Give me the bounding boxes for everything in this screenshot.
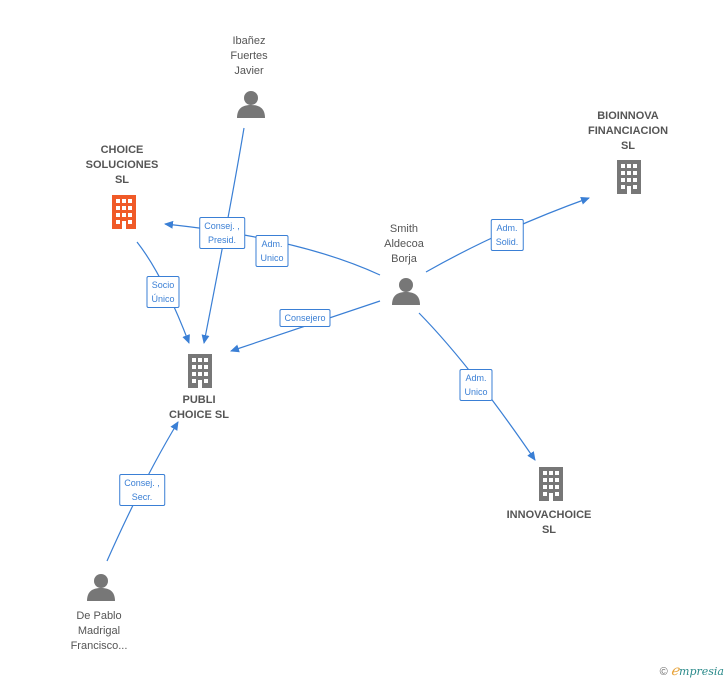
building-icon-innovachoice[interactable] — [539, 467, 563, 501]
footer-credit: © ℯmpresia — [660, 662, 724, 679]
person-icon-de-pablo[interactable] — [87, 574, 115, 601]
empresia-logo-icon: ℯ — [670, 662, 680, 678]
edge-label-ibanez-publi: Consej. , Presid. — [199, 217, 245, 249]
edge-label-smith-publi: Consejero — [279, 309, 331, 327]
node-label-bioinnova[interactable]: BIOINNOVA FINANCIACION SL — [587, 110, 669, 152]
brand-name: mpresia — [679, 665, 724, 678]
building-icon-choice-soluciones[interactable] — [112, 195, 136, 229]
edge-label-smith-bioinnova: Adm. Solid. — [490, 219, 524, 251]
building-icon-publi-choice[interactable] — [188, 354, 212, 388]
edge-label-depablo-publi: Consej. , Secr. — [119, 474, 165, 506]
building-icon-bioinnova[interactable] — [617, 160, 641, 194]
node-label-de-pablo[interactable]: De Pablo Madrigal Francisco... — [70, 610, 128, 652]
node-label-choice-soluciones[interactable]: CHOICE SOLUCIONES SL — [85, 144, 159, 186]
person-icon-smith[interactable] — [392, 278, 420, 305]
node-label-ibanez[interactable]: Ibañez Fuertes Javier — [230, 35, 268, 77]
node-label-smith[interactable]: Smith Aldecoa Borja — [384, 223, 424, 265]
edge-label-smith-choice: Adm. Unico — [255, 235, 289, 267]
person-icon-ibanez[interactable] — [237, 91, 265, 118]
edge-label-choice-publi: Socio Único — [146, 276, 180, 308]
node-label-innovachoice[interactable]: INNOVACHOICE SL — [506, 509, 592, 536]
edge-label-smith-innova: Adm. Unico — [459, 369, 493, 401]
node-label-publi-choice[interactable]: PUBLI CHOICE SL — [169, 394, 229, 421]
copyright-symbol: © — [659, 666, 668, 678]
